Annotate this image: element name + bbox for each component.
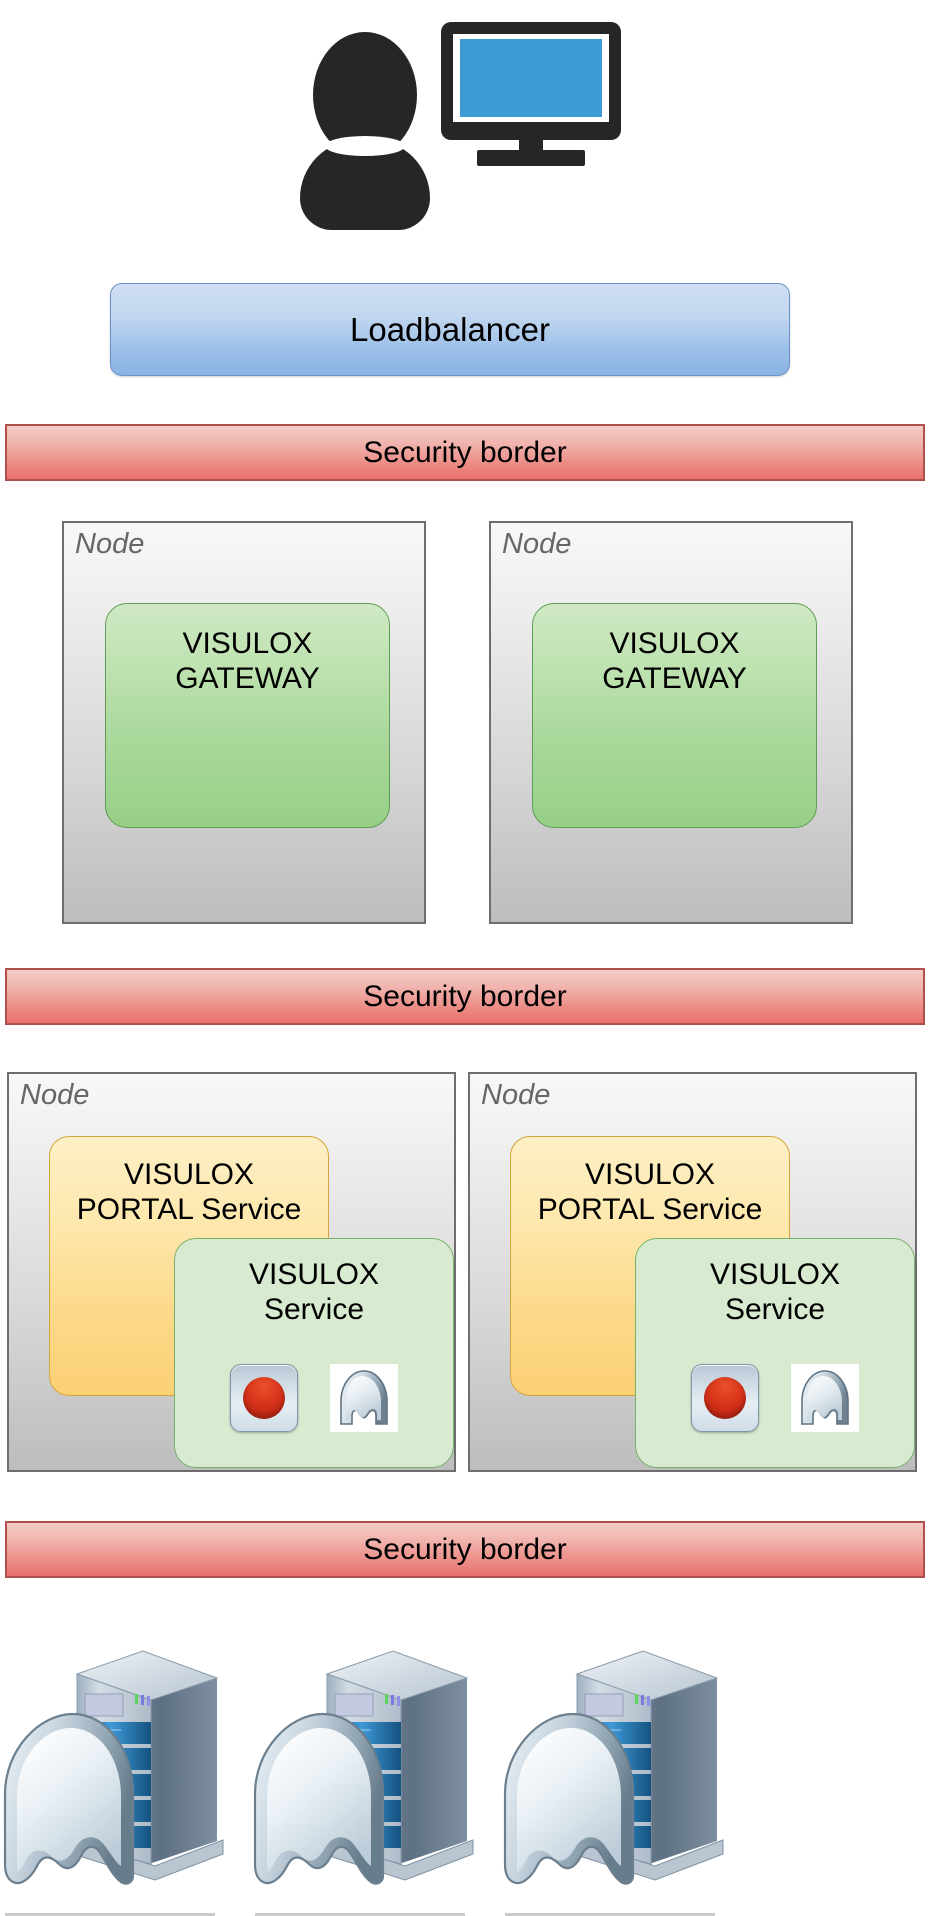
security-border-label: Security border bbox=[363, 1532, 567, 1566]
node-title: Node bbox=[20, 1079, 90, 1111]
monitor-icon bbox=[441, 22, 621, 166]
service-label-line2: Service bbox=[263, 1293, 365, 1327]
record-icon bbox=[691, 1364, 759, 1432]
security-border-label: Security border bbox=[363, 435, 567, 469]
server-label-line bbox=[255, 1913, 465, 1916]
visulox-service-box-1: VISULOX Service bbox=[174, 1238, 454, 1468]
loadbalancer-label: Loadbalancer bbox=[350, 310, 550, 348]
target-server-2 bbox=[245, 1626, 515, 1916]
node-title: Node bbox=[481, 1079, 551, 1111]
target-server-1 bbox=[0, 1626, 265, 1916]
record-icon bbox=[230, 1364, 298, 1432]
visulox-service-box-2: VISULOX Service bbox=[635, 1238, 915, 1468]
gateway-label-line2: GATEWAY bbox=[602, 662, 747, 696]
node-title: Node bbox=[75, 528, 145, 560]
visulox-portal-service-label: VISULOX PORTAL Service bbox=[77, 1157, 302, 1228]
portal-label-line1: VISULOX bbox=[584, 1158, 716, 1191]
visulox-service-label: VISULOX Service bbox=[175, 1257, 453, 1328]
person-icon bbox=[295, 32, 435, 230]
security-border-2: Security border bbox=[5, 968, 925, 1025]
visulox-gateway-label: VISULOX GATEWAY bbox=[175, 626, 319, 697]
gateway-label-line2: GATEWAY bbox=[175, 662, 320, 696]
database-icon bbox=[791, 1364, 859, 1432]
server-label-line bbox=[505, 1913, 715, 1916]
visulox-service-label: VISULOX Service bbox=[636, 1257, 914, 1328]
loadbalancer-node: Loadbalancer bbox=[110, 283, 790, 376]
service-label-line1: VISULOX bbox=[248, 1258, 380, 1291]
service-label-line2: Service bbox=[724, 1293, 826, 1327]
service-icon-row bbox=[175, 1364, 453, 1432]
security-border-label: Security border bbox=[363, 979, 567, 1013]
node-gateway-2: Node VISULOX GATEWAY bbox=[489, 521, 853, 924]
service-icon-row bbox=[636, 1364, 914, 1432]
gateway-label-line1: VISULOX bbox=[182, 627, 313, 660]
portal-label-line1: VISULOX bbox=[123, 1158, 255, 1191]
target-server-3 bbox=[495, 1626, 765, 1916]
portal-label-line2: PORTAL Service bbox=[76, 1193, 302, 1227]
person-neck-gap bbox=[325, 136, 405, 156]
service-label-line1: VISULOX bbox=[709, 1258, 841, 1291]
visulox-gateway-box-1: VISULOX GATEWAY bbox=[105, 603, 390, 828]
visulox-gateway-box-2: VISULOX GATEWAY bbox=[532, 603, 817, 828]
node-title: Node bbox=[502, 528, 572, 560]
portal-label-line2: PORTAL Service bbox=[537, 1193, 763, 1227]
user-workstation-icon bbox=[295, 22, 635, 230]
security-border-1: Security border bbox=[5, 424, 925, 481]
monitor-screen bbox=[460, 39, 602, 117]
database-icon bbox=[330, 1364, 398, 1432]
node-service-2: Node VISULOX PORTAL Service VISULOX Serv… bbox=[468, 1072, 917, 1472]
monitor-stand-base bbox=[477, 150, 585, 166]
node-gateway-1: Node VISULOX GATEWAY bbox=[62, 521, 426, 924]
visulox-portal-service-label: VISULOX PORTAL Service bbox=[538, 1157, 763, 1228]
node-service-1: Node VISULOX PORTAL Service VISULOX Serv… bbox=[7, 1072, 456, 1472]
monitor-stand-neck bbox=[519, 136, 543, 154]
visulox-gateway-label: VISULOX GATEWAY bbox=[602, 626, 746, 697]
server-label-line bbox=[5, 1913, 215, 1916]
security-border-3: Security border bbox=[5, 1521, 925, 1578]
gateway-label-line1: VISULOX bbox=[609, 627, 740, 660]
